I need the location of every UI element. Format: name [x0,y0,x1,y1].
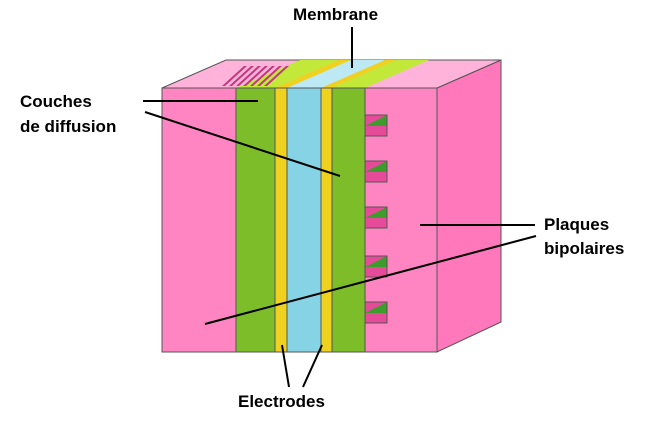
left-diffusion-layer [235,87,276,353]
top-diffusion-left [236,60,339,88]
top-diffusion-right [332,60,429,88]
membrane-layer [286,87,322,353]
couches-label-line2: de diffusion [20,117,116,136]
plaques-label-line1: Plaques [544,215,609,234]
right-plate-channels [364,114,388,324]
left-bipolar-plate [161,87,237,353]
top-electrode-right [321,60,396,88]
channel-1 [364,114,388,137]
electrodes-leader-right [302,344,323,388]
electrodes-label: Electrodes [238,392,325,411]
right-diffusion-layer [331,87,366,353]
channel-2 [364,160,388,183]
couches-label-line1: Couches [20,92,92,111]
right-electrode [320,87,333,353]
leader-lines [143,27,537,388]
membrane-label: Membrane [293,5,378,24]
plaques-leader-2 [204,235,537,325]
right-plate-side-face [436,59,502,353]
top-membrane [287,60,385,88]
left-electrode [274,87,288,353]
couches-leader-2 [144,111,341,177]
channel-5 [364,301,388,324]
channel-4 [364,255,388,278]
top-channel-grooves [222,66,289,86]
plaques-label-line2: bipolaires [544,239,624,258]
electrodes-leader-left [281,344,290,388]
top-electrode-left [275,60,351,88]
channel-3 [364,206,388,229]
